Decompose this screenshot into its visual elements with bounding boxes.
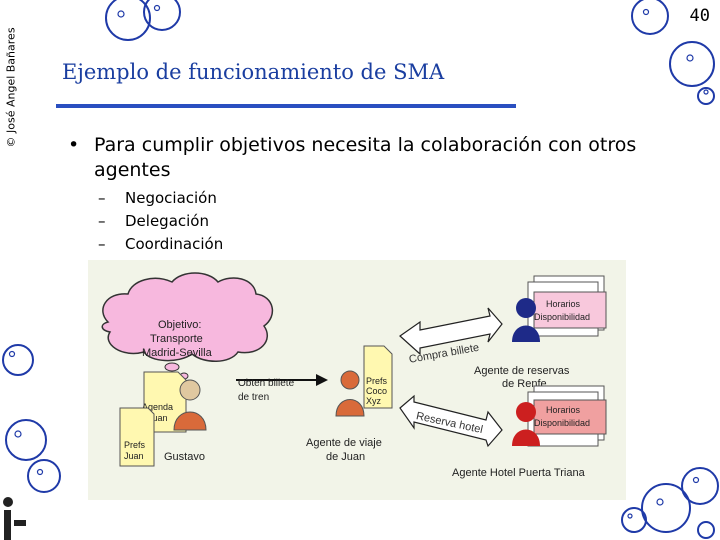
sub-bullet-text: Negociación — [125, 189, 217, 207]
svg-text:Prefs: Prefs — [366, 376, 388, 386]
travel-agent-icon — [340, 370, 360, 390]
schedule-label: Horarios — [546, 299, 581, 309]
svg-text:Juan: Juan — [148, 413, 168, 423]
svg-text:Coco: Coco — [366, 386, 387, 396]
svg-text:Horarios: Horarios — [546, 405, 581, 415]
renfe-agent-label: Agente de reservas — [474, 365, 570, 377]
train-schedule-cards: Horarios Disponibilidad — [527, 275, 607, 337]
svg-text:Prefs: Prefs — [124, 440, 146, 450]
agent-diagram: Objetivo: Transporte Madrid-Sevilla Agen… — [88, 260, 626, 500]
travel-agent-label: de Juan — [326, 451, 365, 463]
svg-text:Agente Hotel Puerta Triana: Agente Hotel Puerta Triana — [452, 467, 586, 479]
sub-marker: – — [98, 189, 106, 207]
cloud-label: Madrid-Sevilla — [142, 347, 213, 359]
svg-text:Obten billete: Obten billete — [238, 378, 295, 389]
sub-bullet-item: – Negociación — [98, 187, 223, 210]
request-arrow: Obten billete de tren — [236, 374, 328, 403]
goal-cloud: Objetivo: Transporte Madrid-Sevilla — [101, 272, 274, 380]
bullet-text: Para cumplir objetivos necesita la colab… — [94, 134, 637, 181]
agenda-label: Juan — [148, 413, 168, 423]
hotel-availability-cards: Horarios Disponibilidad — [527, 385, 607, 447]
prefs-coco-label: Xyz — [366, 396, 382, 406]
svg-text:Horarios: Horarios — [546, 299, 581, 309]
availability-label: Horarios — [546, 405, 581, 415]
logo-icon — [3, 497, 26, 540]
prefs-juan-label: Prefs — [124, 440, 146, 450]
gustavo-label: Gustavo — [164, 451, 205, 463]
hotel-agent-label: Agente Hotel Puerta Triana — [452, 467, 586, 479]
svg-text:Madrid-Sevilla: Madrid-Sevilla — [142, 347, 213, 359]
sub-bullet-text: Coordinación — [125, 235, 224, 253]
svg-text:Juan: Juan — [124, 451, 144, 461]
prefs-coco-label: Coco — [366, 386, 387, 396]
sub-marker: – — [98, 235, 106, 253]
svg-text:Disponibilidad: Disponibilidad — [534, 312, 590, 322]
title-underline — [56, 104, 516, 108]
slide-title: Ejemplo de funcionamiento de SMA — [62, 60, 445, 84]
prefs-juan-label: Juan — [124, 451, 144, 461]
sub-bullet-list: – Negociación – Delegación – Coordinación — [98, 187, 223, 256]
page-number: 40 — [689, 6, 710, 26]
svg-text:Xyz: Xyz — [366, 396, 382, 406]
svg-text:Disponibilidad: Disponibilidad — [534, 418, 590, 428]
svg-text:Agente de viaje: Agente de viaje — [306, 437, 382, 449]
gustavo-person-icon: Gustavo — [164, 379, 207, 463]
request-label: Obten billete — [238, 378, 295, 389]
cloud-label: Objetivo: — [158, 319, 201, 331]
cloud-label: Transporte — [150, 333, 203, 345]
request-label: de tren — [238, 392, 269, 403]
travel-agent: Prefs Coco Xyz Agente de viaje de Juan — [306, 345, 393, 463]
svg-text:Agente de reservas: Agente de reservas — [474, 365, 570, 377]
book-hotel-arrow: Reserva hotel — [399, 394, 503, 448]
prefs-coco-label: Prefs — [366, 376, 388, 386]
buy-ticket-arrow: Compra billete — [399, 307, 503, 366]
svg-text:Transporte: Transporte — [150, 333, 203, 345]
copyright-notice: © José Angel Bañares — [4, 27, 18, 148]
availability-label: Disponibilidad — [534, 418, 590, 428]
sub-bullet-item: – Delegación — [98, 210, 223, 233]
bullet-marker: • — [68, 134, 80, 156]
svg-text:Gustavo: Gustavo — [164, 451, 205, 463]
svg-text:de tren: de tren — [238, 392, 269, 403]
svg-text:de Juan: de Juan — [326, 451, 365, 463]
svg-text:Objetivo:: Objetivo: — [158, 319, 201, 331]
bullet-point: • Para cumplir objetivos necesita la col… — [68, 133, 678, 183]
renfe-agent-icon — [512, 298, 540, 342]
travel-agent-label: Agente de viaje — [306, 437, 382, 449]
prefs-juan-note: Prefs Juan — [119, 407, 155, 467]
schedule-label: Disponibilidad — [534, 312, 590, 322]
agenda-label: Agenda — [142, 402, 173, 412]
sub-marker: – — [98, 212, 106, 230]
sub-bullet-item: – Coordinación — [98, 233, 223, 256]
sub-bullet-text: Delegación — [125, 212, 209, 230]
svg-text:Agenda: Agenda — [142, 402, 173, 412]
hotel-agent-icon — [512, 402, 540, 446]
